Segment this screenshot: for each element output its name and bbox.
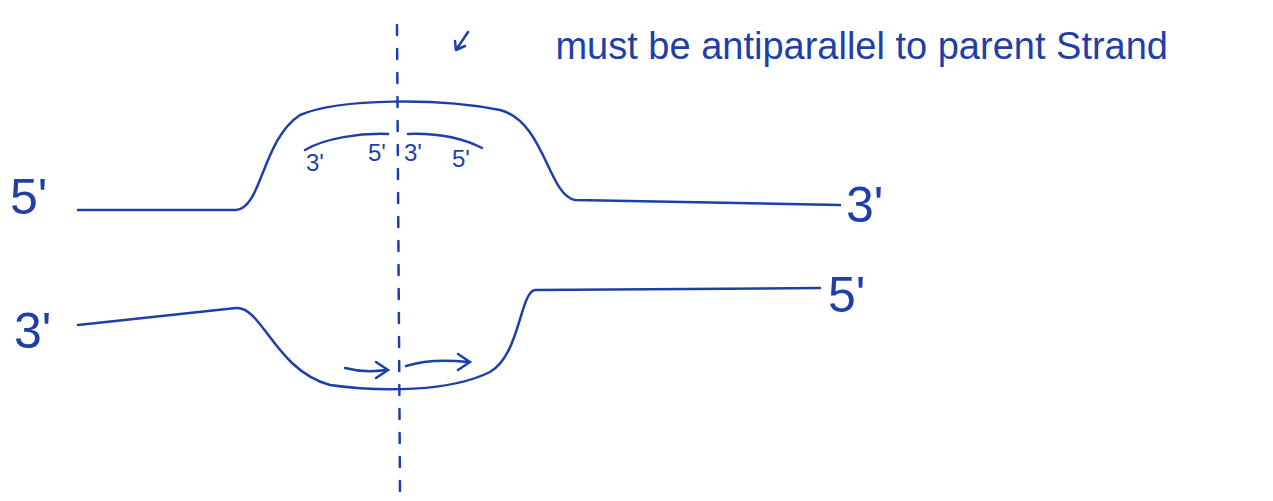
end-label: 5' (828, 268, 865, 323)
bottom-parent-strand (78, 288, 820, 389)
end-label: 3' (846, 178, 883, 233)
note-text: must be antiparallel to parent Strand (488, 18, 1168, 75)
arrow-right (406, 354, 470, 370)
note-arrow (455, 32, 468, 50)
axis-line (397, 25, 400, 492)
end-label: 5' (452, 146, 470, 172)
end-label: 5' (368, 140, 386, 166)
end-label: 3' (404, 140, 422, 166)
end-label: 3' (14, 304, 51, 359)
end-label: 3' (306, 150, 324, 176)
end-label: 5' (10, 170, 47, 225)
arrow-left (345, 362, 388, 378)
top-parent-strand (78, 102, 840, 210)
